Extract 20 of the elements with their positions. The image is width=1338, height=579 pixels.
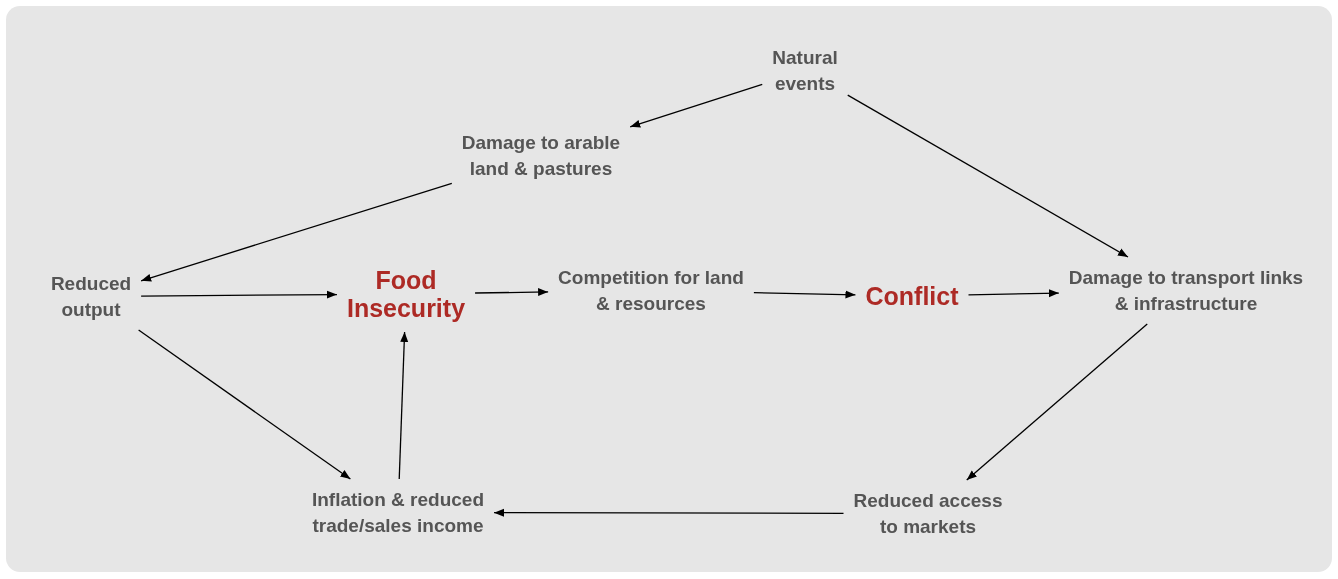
arrow [398, 331, 409, 480]
arrow [140, 182, 453, 282]
arrow [474, 288, 549, 297]
arrow [967, 289, 1060, 298]
factor-label: Natural events [771, 46, 839, 96]
arrow [629, 83, 763, 128]
factor-label: Reduced access to markets [852, 489, 1004, 539]
key-concept-label: Conflict [864, 282, 960, 310]
arrow [847, 94, 1129, 258]
arrow [140, 290, 338, 299]
factor-label: Inflation & reduced trade/sales income [310, 488, 486, 538]
arrow [493, 508, 845, 517]
arrow [966, 323, 1148, 481]
key-concept-label: Food Insecurity [345, 266, 467, 322]
factor-label: Damage to arable land & pastures [460, 131, 622, 181]
factor-label: Damage to transport links & infrastructure [1067, 266, 1305, 316]
arrow [753, 290, 857, 299]
arrow [137, 329, 352, 480]
factor-label: Reduced output [49, 272, 133, 322]
factor-label: Competition for land & resources [557, 266, 745, 316]
